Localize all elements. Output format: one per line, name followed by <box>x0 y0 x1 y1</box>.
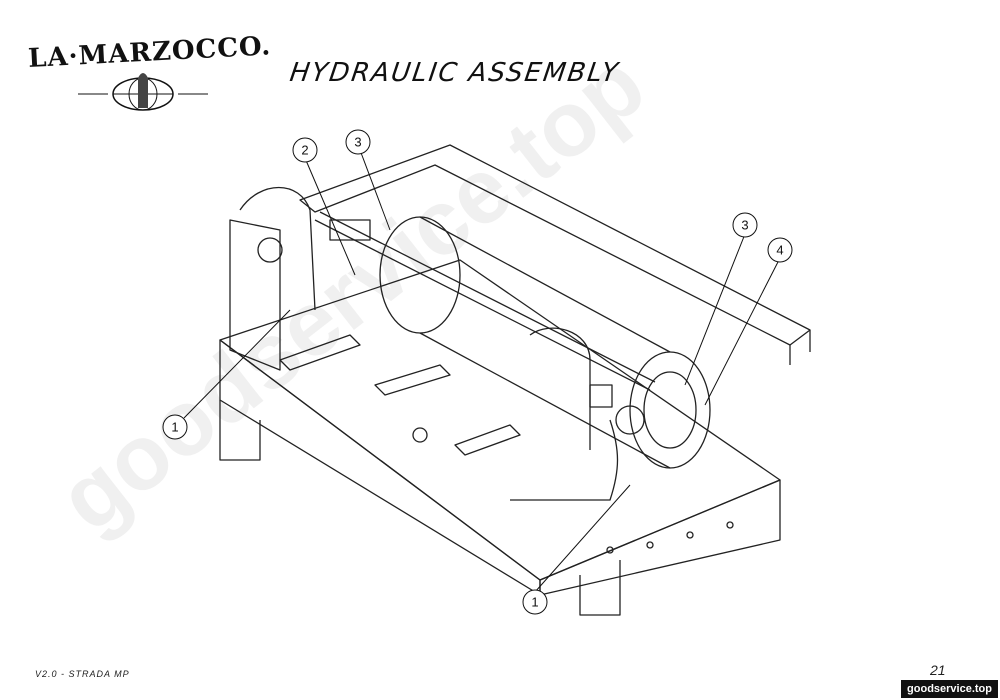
site-badge[interactable]: goodservice.top <box>901 680 998 698</box>
page-number: 21 <box>930 662 946 678</box>
callout-3a-circle <box>345 129 371 155</box>
callout-2-circle <box>292 137 318 163</box>
callout-1b-circle <box>522 589 548 615</box>
hydraulic-assembly-drawing: 2 3 3 4 1 1 <box>162 129 811 616</box>
brand-logo: LA·MARZOCCO. <box>27 31 272 118</box>
callout-3b-circle <box>732 212 758 238</box>
callout-label: 3 <box>354 135 361 150</box>
callout-label: 3 <box>741 218 748 233</box>
callout-label: 2 <box>301 143 308 158</box>
model-label: V2.0 - STRADA MP <box>35 669 130 679</box>
callout-label: 4 <box>776 243 783 258</box>
callout-4-circle <box>767 237 793 263</box>
callout-label: 1 <box>531 595 538 610</box>
callout-label: 1 <box>171 420 178 435</box>
globe-icon <box>78 73 208 111</box>
callout-1a-circle <box>162 414 188 440</box>
page-title: HYDRAULIC ASSEMBLY <box>287 58 622 88</box>
